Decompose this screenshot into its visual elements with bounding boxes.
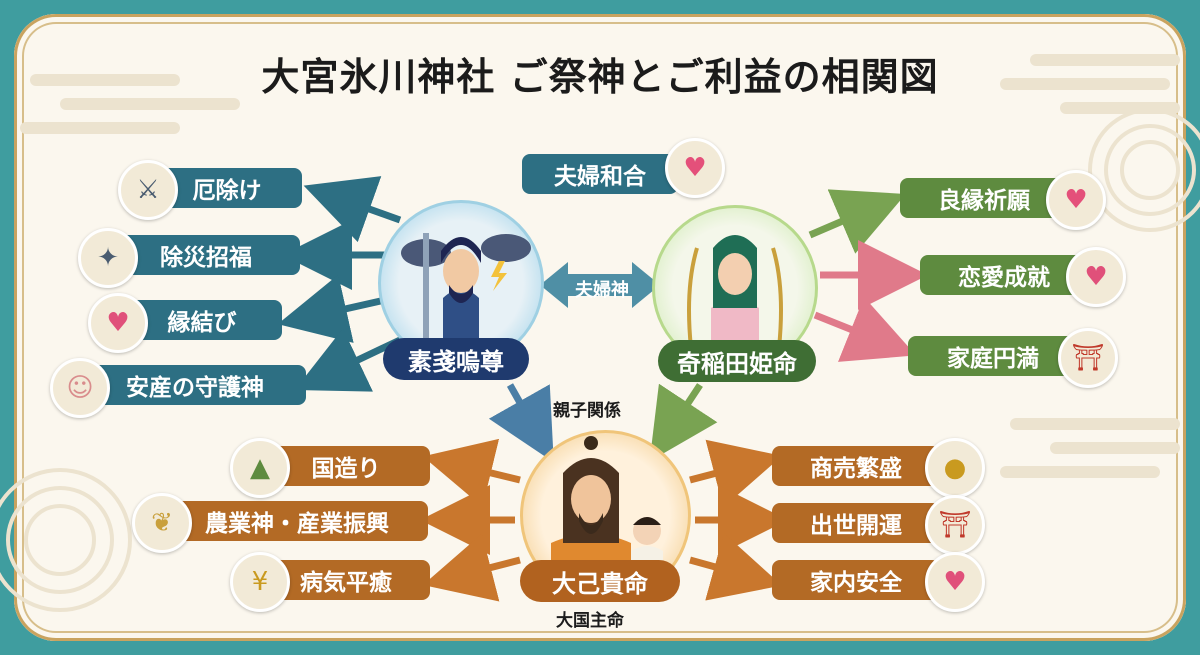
benefit-shusse: 出世開運 xyxy=(772,503,940,543)
heart-icon: ♥ xyxy=(88,293,148,353)
oyako-label: 親子関係 xyxy=(553,401,621,421)
yen-coins-icon: ¥ xyxy=(230,552,290,612)
benefit-kanai: 家内安全 xyxy=(772,560,940,600)
mountain-flag-icon: ▲ xyxy=(230,438,290,498)
rice-icon: ❦ xyxy=(132,493,192,553)
benefit-katei: 家庭円満 xyxy=(908,336,1078,376)
baby-icon: ☺ xyxy=(50,358,110,418)
benefit-nougyou: 農業神・産業振興 xyxy=(166,501,428,541)
hearts-icon: ♥ xyxy=(665,138,725,198)
benefit-enmusubi: 縁結び xyxy=(122,300,282,340)
hearts-icon: ♥ xyxy=(1046,170,1106,230)
benefit-anzan: 安産の守護神 xyxy=(84,365,306,405)
benefit-shoubai: 商売繁盛 xyxy=(772,446,940,486)
benefit-josai-shoufuku: 除災招福 xyxy=(112,235,300,275)
sword-sparkle-icon: ✦ xyxy=(78,228,138,288)
fuufu-label: 夫婦神 xyxy=(575,280,629,301)
susanoo-portrait xyxy=(378,200,544,366)
torii-icon: ⛩ xyxy=(1058,328,1118,388)
heart-icon: ♥ xyxy=(1066,247,1126,307)
susanoo-name: 素戔嗚尊 xyxy=(383,338,529,380)
benefit-kunizukuri: 国造り xyxy=(262,446,430,486)
kushinada-name: 奇稲田姫命 xyxy=(658,340,816,382)
benefit-ryouen: 良縁祈願 xyxy=(900,178,1068,218)
benefit-fuufu-wagou: 夫婦和合 xyxy=(522,154,678,194)
ookuninushi-alias: 大国主命 xyxy=(556,611,624,631)
hands-heart-icon: ♥ xyxy=(925,552,985,612)
coins-icon: ● xyxy=(925,438,985,498)
benefit-byouki: 病気平癒 xyxy=(262,560,430,600)
ookuninushi-name: 大己貴命 xyxy=(520,560,680,602)
benefit-renai: 恋愛成就 xyxy=(920,255,1088,295)
diagram-title: 大宮氷川神社 ご祭神とご利益の相関図 xyxy=(261,55,939,99)
torii-icon: ⛩ xyxy=(925,495,985,555)
crossed-swords-icon: ⚔ xyxy=(118,160,178,220)
